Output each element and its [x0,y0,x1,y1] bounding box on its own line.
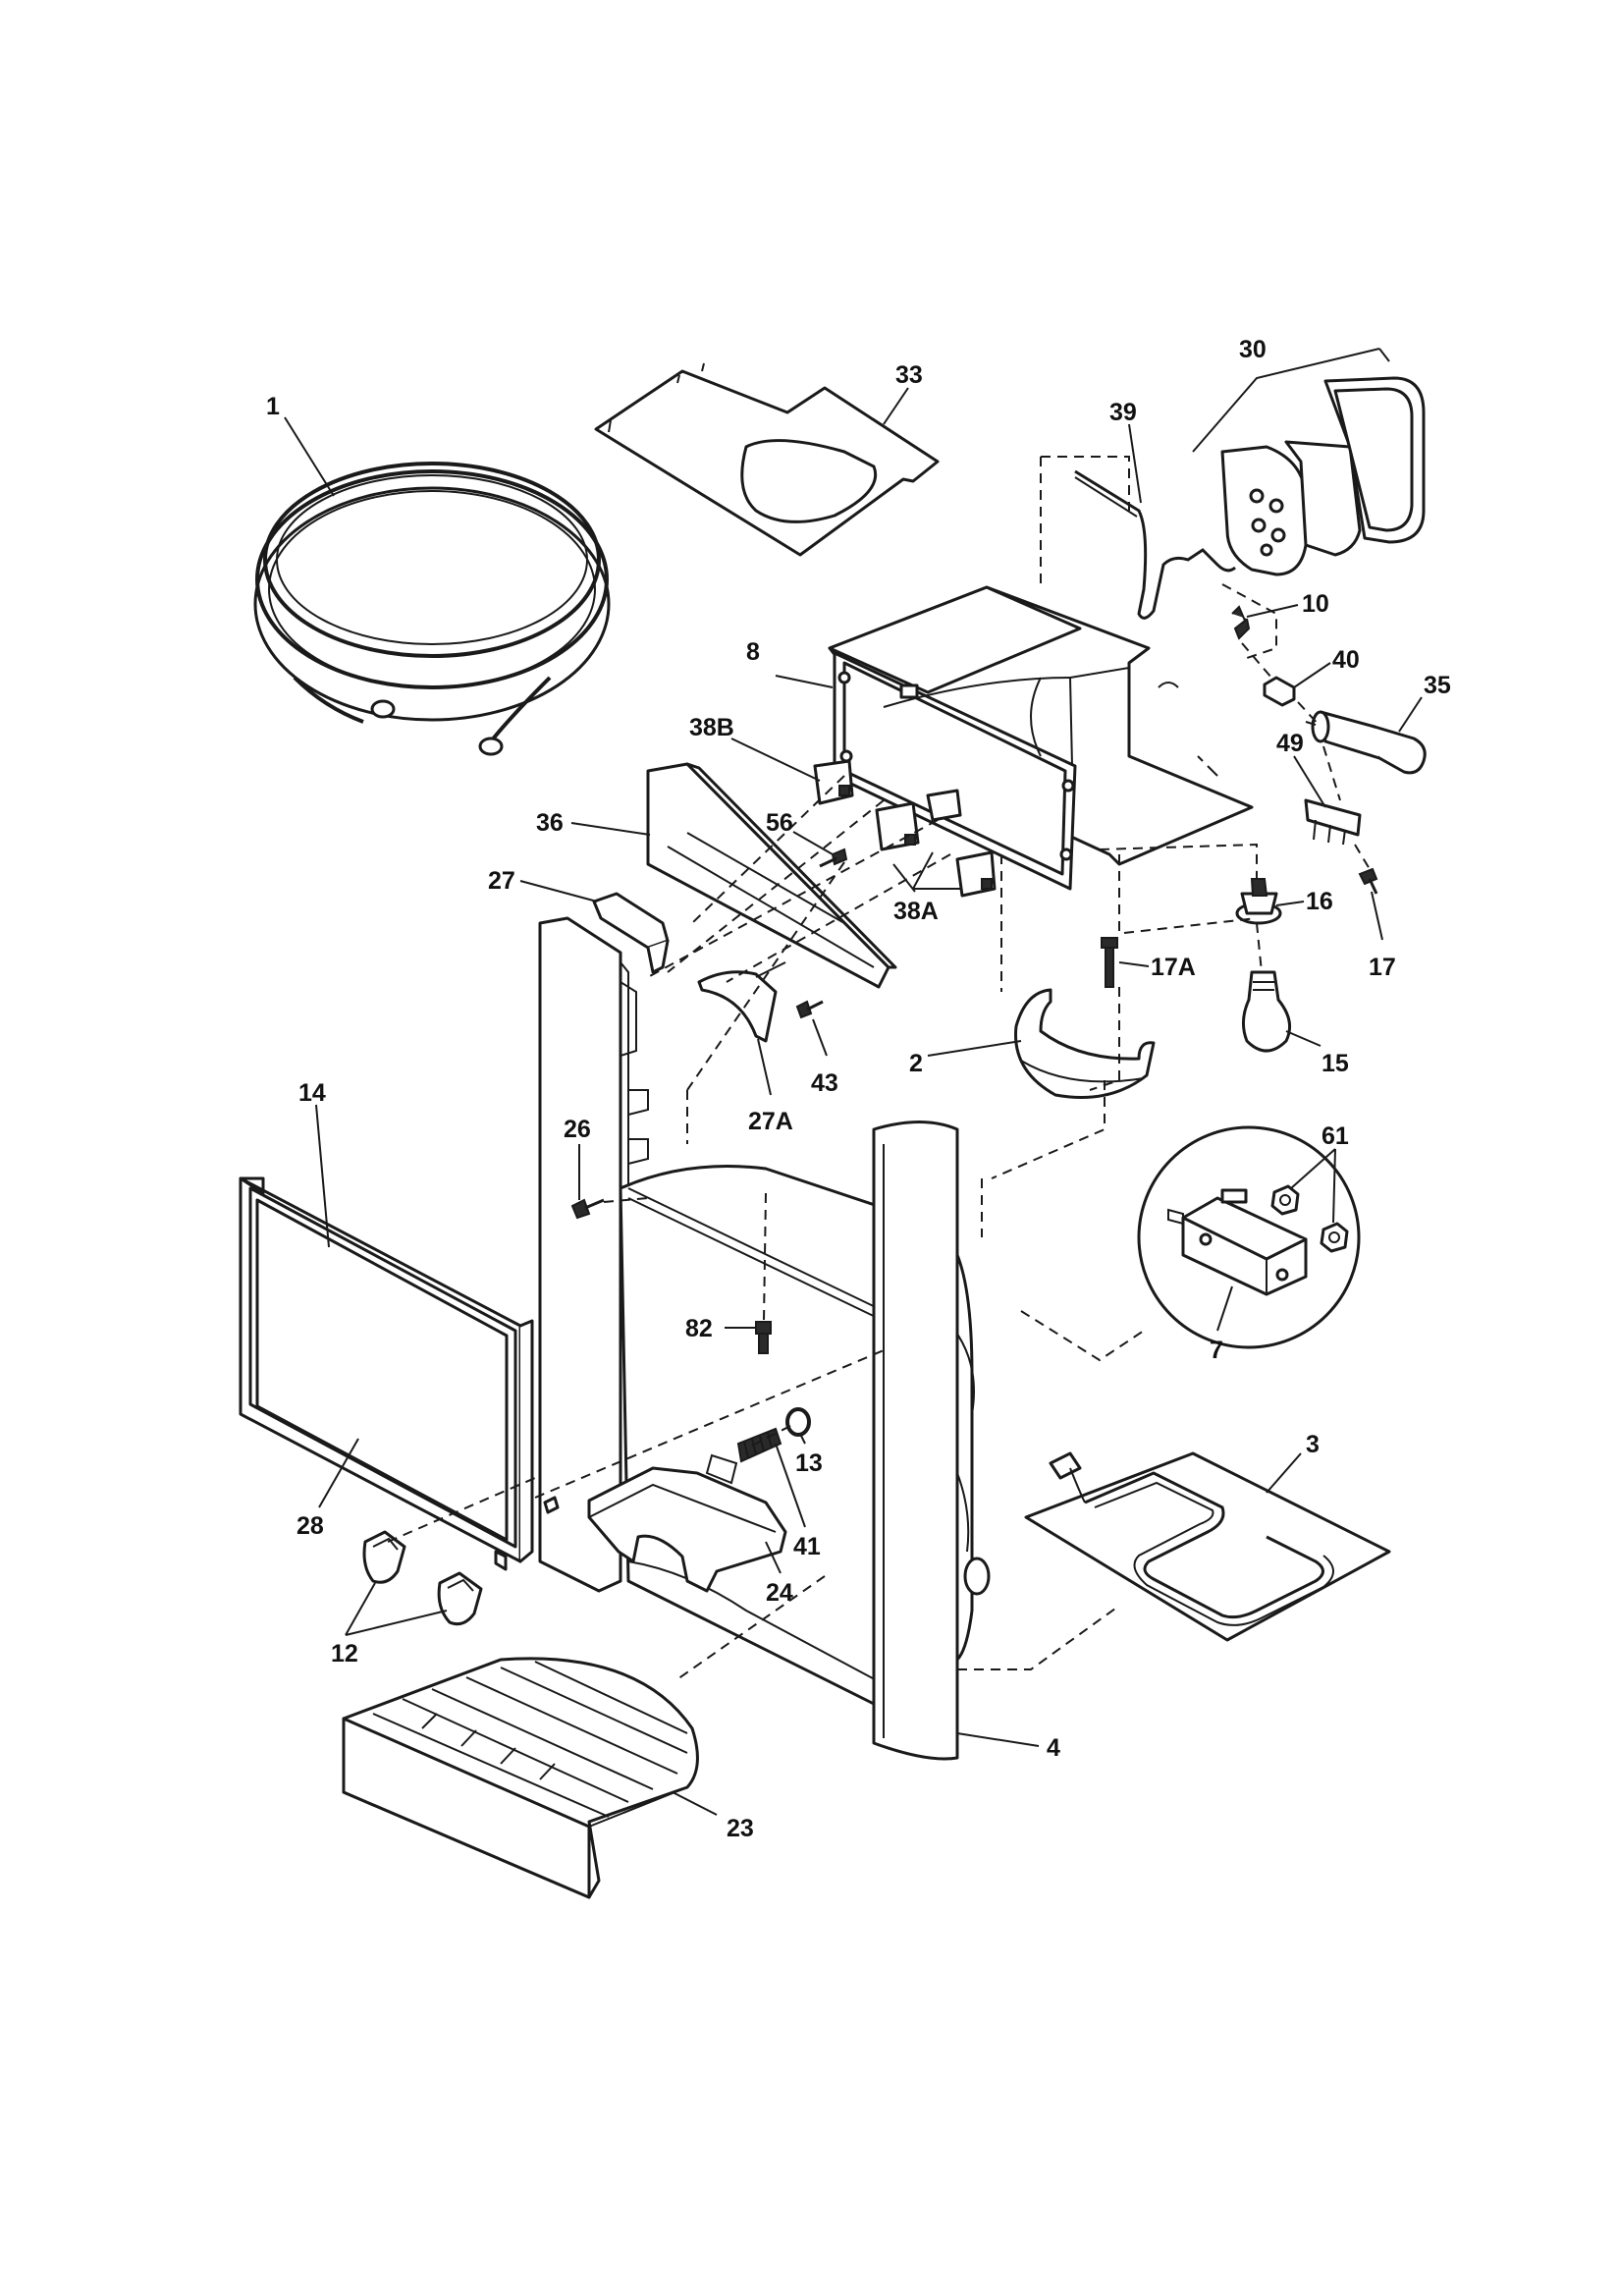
ice-chute-housing [828,585,1254,891]
top-plate [594,362,940,557]
switch-38a-middle [926,789,962,822]
switch-38a-lower [955,850,997,898]
callout-2: 2 [909,1050,923,1077]
switch-38b [813,759,854,805]
hinge-cap-right [437,1571,483,1626]
small-spring [1231,605,1251,640]
callout-38A: 38A [893,898,939,925]
chute-ring [1014,988,1156,1099]
knob [1242,970,1292,1053]
screw-17 [1358,867,1378,895]
screw-26 [570,1198,605,1220]
clip-27 [592,892,670,974]
callout-26: 26 [564,1116,591,1143]
callout-36: 36 [536,809,564,837]
control-panel-plate [646,762,897,989]
callout-28: 28 [297,1512,324,1540]
callout-14: 14 [298,1079,326,1107]
callout-30: 30 [1239,336,1267,363]
washer-13 [785,1407,811,1437]
callout-labels: 1 33 30 39 10 8 40 35 38B 49 56 36 27 38… [266,336,1451,1842]
callout-33: 33 [895,361,923,389]
wire-spring [1074,469,1236,620]
callout-12: 12 [331,1640,358,1667]
hinge-cap-left [362,1530,406,1584]
heater-element [1024,1451,1391,1642]
callout-7: 7 [1210,1337,1223,1364]
screw-43 [795,1000,824,1019]
nut-61 [1270,1184,1349,1253]
tubing-coil [253,462,611,756]
filter-assembly [1192,348,1426,576]
callout-27A: 27A [748,1108,793,1135]
callout-40: 40 [1332,646,1360,674]
callout-61: 61 [1321,1122,1349,1150]
callout-3: 3 [1306,1431,1320,1458]
callout-17A: 17A [1151,954,1196,981]
callout-43: 43 [811,1069,838,1097]
callout-56: 56 [766,809,793,837]
callout-24: 24 [766,1579,793,1607]
callout-17: 17 [1369,954,1396,981]
callout-15: 15 [1321,1050,1349,1077]
small-lever [1263,676,1296,707]
screw-82 [755,1321,772,1354]
callout-38B: 38B [689,714,734,741]
callout-27: 27 [488,867,515,895]
callout-1: 1 [266,393,280,420]
callout-82: 82 [685,1315,713,1342]
micro-switch-detail [1137,1125,1361,1349]
callout-8: 8 [746,638,760,666]
terminal-bracket [1304,798,1362,846]
callout-35: 35 [1424,672,1451,699]
callout-49: 49 [1276,730,1304,757]
screw-17a [1101,937,1118,988]
callout-41: 41 [793,1533,821,1560]
callout-10: 10 [1302,590,1329,618]
leader-lines [284,387,1423,1816]
door-panel [239,1176,534,1571]
screw-56 [819,847,848,868]
switch-38a-upper [875,801,920,851]
callout-16: 16 [1306,888,1333,915]
drip-tray [342,1657,699,1899]
actuator-paddle [587,1453,787,1593]
solenoid [1305,710,1427,775]
dashed-alignment-lines [387,456,1371,1680]
callout-39: 39 [1109,399,1137,426]
solenoid-cap [1235,878,1282,925]
callout-13: 13 [795,1449,823,1477]
callout-23: 23 [727,1815,754,1842]
callout-4: 4 [1047,1734,1060,1762]
